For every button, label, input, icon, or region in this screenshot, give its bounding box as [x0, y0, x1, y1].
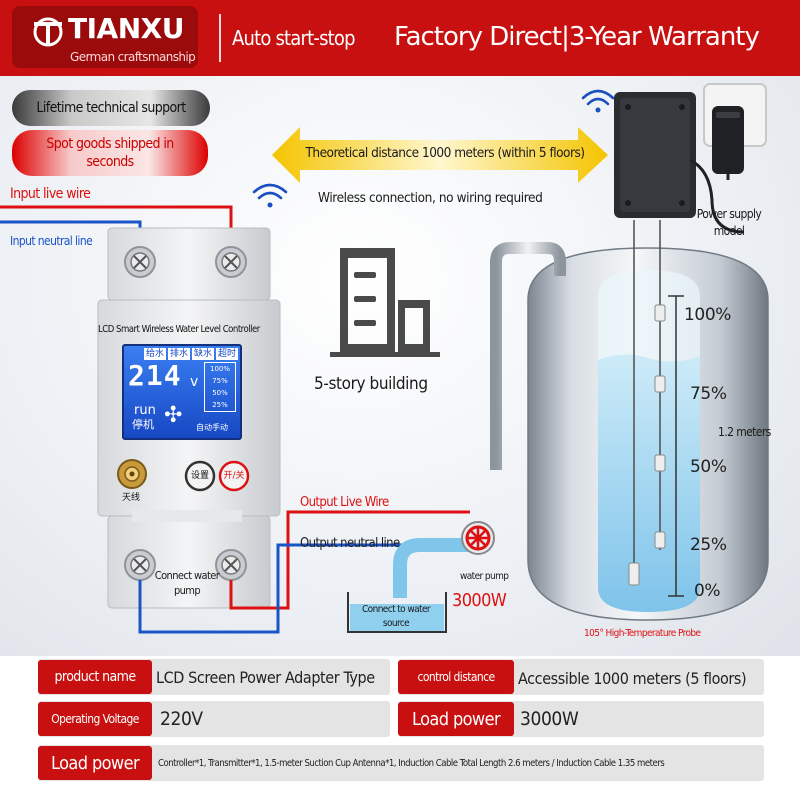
brand-name: TIANXU — [68, 12, 184, 45]
lcd-level: 50% — [212, 389, 228, 397]
load-power-value: 3000W — [520, 708, 579, 730]
lcd-tab: 排水 — [168, 348, 191, 360]
voltage-tag: Operating Voltage — [38, 702, 152, 736]
lcd-unit: v — [190, 374, 199, 390]
lcd-tab-row: 给水 排水 缺水 超时 — [144, 348, 239, 360]
level-0-label: 0% — [694, 581, 721, 601]
product-name-tag: product name — [38, 660, 152, 694]
water-pump-label: water pump — [460, 571, 509, 582]
control-distance-value: Accessible 1000 meters (5 floors) — [518, 669, 747, 688]
header-banner: TIANXU German craftsmanship Auto start-s… — [0, 0, 800, 76]
level-50-label: 50% — [690, 457, 727, 477]
package-value: Controller*1, Transmitter*1, 1.5-meter S… — [158, 758, 665, 769]
output-neutral-label: Output neutral line — [300, 536, 400, 551]
output-live-label: Output Live Wire — [300, 495, 389, 510]
level-100-label: 100% — [684, 305, 732, 325]
building-icon — [330, 248, 440, 357]
package-tag: Load power — [38, 746, 152, 780]
header-divider — [219, 14, 221, 62]
spec-table: product name LCD Screen Power Adapter Ty… — [0, 656, 800, 800]
water-pipe — [490, 242, 566, 470]
header-tagline-main: Factory Direct|3-Year Warranty — [394, 22, 760, 52]
building-label: 5-story building — [314, 374, 428, 394]
water-source-label: Connect to water source — [362, 604, 431, 629]
fan-icon: ✣ — [164, 403, 183, 428]
lcd-level: 25% — [212, 401, 228, 409]
distance-text: Theoretical distance 1000 meters (within… — [305, 145, 585, 161]
antenna-connector-icon — [117, 459, 147, 489]
output-live-wire — [229, 510, 470, 610]
controller-label: LCD Smart Wireless Water Level Controlle… — [98, 324, 260, 335]
header-tagline-small: Auto start-stop — [232, 26, 356, 50]
input-live-label: Input live wire — [10, 186, 91, 202]
wifi-icon-transmitter — [581, 89, 615, 113]
water-tank — [527, 220, 769, 621]
lcd-tab: 缺水 — [192, 348, 215, 360]
product-name-value: LCD Screen Power Adapter Type — [156, 668, 375, 687]
load-power-tag: Load power — [398, 702, 514, 736]
lcd-stop: 停机 — [132, 418, 154, 431]
tank-height-label: 1.2 meters — [718, 425, 771, 439]
water-fill — [598, 354, 700, 612]
power-button[interactable]: 开/关 — [223, 471, 245, 481]
power-supply-label: Power supply model — [696, 207, 762, 238]
water-source-basin — [347, 592, 447, 633]
distance-arrow — [272, 127, 608, 183]
control-distance-tag: control distance — [398, 660, 514, 694]
antenna-label: 天线 — [122, 493, 141, 503]
shipping-badge: Spot goods shipped in seconds — [12, 130, 208, 176]
lcd-mode: 自动手动 — [196, 423, 228, 432]
output-neutral-wire — [138, 543, 462, 634]
spec-row-bg — [38, 745, 764, 781]
set-button[interactable]: 设置 — [190, 471, 209, 481]
lcd-level: 75% — [212, 377, 228, 385]
probe-label: 105° High-Temperature Probe — [584, 628, 701, 639]
lcd-tab: 超时 — [216, 348, 239, 360]
input-neutral-label: Input neutral line — [10, 234, 93, 248]
connect-pump-label: Connect water pump — [154, 569, 220, 597]
lcd-run: run — [134, 403, 156, 418]
lcd-level: 100% — [209, 365, 230, 373]
lcd-tab: 给水 — [144, 348, 167, 360]
brand-logo: TIANXU German craftsmanship — [12, 6, 198, 68]
pump-power-label: 3000W — [452, 590, 507, 611]
suction-pipe — [393, 538, 470, 598]
voltage-value: 220V — [160, 708, 203, 730]
power-adapter-icon — [703, 83, 767, 180]
level-75-label: 75% — [690, 384, 727, 404]
wireless-text: Wireless connection, no wiring required — [318, 190, 543, 206]
wifi-icon-device — [252, 183, 288, 208]
lcd-screen: 给水 排水 缺水 超时 214 v 100% 75% 50% 25% run 停… — [122, 344, 242, 440]
water-pump-icon — [461, 521, 495, 555]
lcd-level-box: 100% 75% 50% 25% — [204, 362, 236, 412]
support-badge: Lifetime technical support — [12, 90, 210, 126]
transmitter-box — [614, 92, 745, 234]
level-25-label: 25% — [690, 535, 727, 555]
brand-mark-icon — [33, 17, 63, 47]
lcd-voltage: 214 — [128, 359, 182, 392]
brand-subtitle: German craftsmanship — [70, 50, 196, 64]
